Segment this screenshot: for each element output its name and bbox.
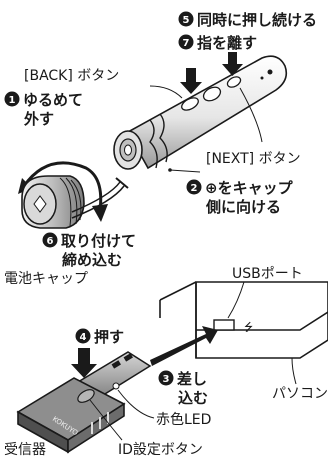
svg-text:⭍: ⭍: [244, 321, 253, 334]
next-button-label: [NEXT] ボタン: [206, 151, 301, 167]
next-button[interactable]: [226, 75, 243, 90]
red-led-label: 赤色LED: [156, 411, 211, 428]
svg-text:押す: 押す: [94, 328, 124, 346]
center-button[interactable]: [201, 84, 223, 103]
receiver-label: 受信器: [4, 442, 46, 458]
usb-port-label: USBポート: [232, 266, 303, 282]
step-2: 2 ⊕をキャップ 側に向ける: [186, 179, 294, 216]
svg-text:側に向ける: 側に向ける: [205, 198, 281, 216]
svg-text:3: 3: [163, 374, 170, 385]
battery-cap-label: 電池キャップ: [4, 271, 88, 287]
svg-text:ゆるめて: ゆるめて: [23, 91, 83, 109]
insert-arrow: [150, 326, 218, 366]
svg-text:指を離す: 指を離す: [197, 34, 257, 52]
svg-text:同時に押し続ける: 同時に押し続ける: [197, 11, 317, 29]
step-5: 5 同時に押し続ける: [178, 11, 317, 29]
id-button-label: ID設定ボタン: [118, 442, 203, 458]
svg-text:締め込む: 締め込む: [62, 251, 122, 269]
usb-receiver: KOKUYO: [16, 351, 152, 454]
pc-label: パソコン: [272, 386, 328, 402]
presenter-pointer: [113, 55, 288, 170]
svg-text:5: 5: [183, 15, 190, 26]
step-4: 4 押す: [75, 328, 124, 346]
step-6: 6 取り付けて 締め込む: [42, 232, 136, 269]
svg-text:7: 7: [183, 38, 190, 49]
back-button-label: [BACK] ボタン: [24, 68, 119, 84]
id-setting-button[interactable]: [76, 387, 97, 405]
back-button[interactable]: [180, 95, 201, 112]
svg-text:込む: 込む: [178, 389, 208, 407]
svg-text:1: 1: [9, 95, 16, 106]
step-3: 3 差し 込む: [158, 370, 208, 407]
press-arrow-id: [71, 348, 97, 378]
svg-text:6: 6: [47, 236, 54, 247]
red-led: [112, 382, 120, 390]
pc-illustration: ⭍: [159, 281, 328, 359]
svg-text:4: 4: [80, 332, 87, 343]
press-arrow-next: [222, 52, 243, 76]
battery-cap: [18, 161, 129, 229]
press-arrow-back: [180, 68, 202, 94]
svg-text:2: 2: [191, 183, 198, 194]
step-1: 1 ゆるめて 外す: [4, 91, 83, 128]
usb-port[interactable]: [213, 319, 235, 331]
svg-text:外す: 外す: [23, 110, 54, 128]
svg-text:⊕をキャップ: ⊕をキャップ: [205, 179, 294, 197]
svg-text:取り付けて: 取り付けて: [61, 232, 136, 250]
svg-text:差し: 差し: [177, 370, 207, 388]
step-7: 7 指を離す: [178, 34, 257, 52]
